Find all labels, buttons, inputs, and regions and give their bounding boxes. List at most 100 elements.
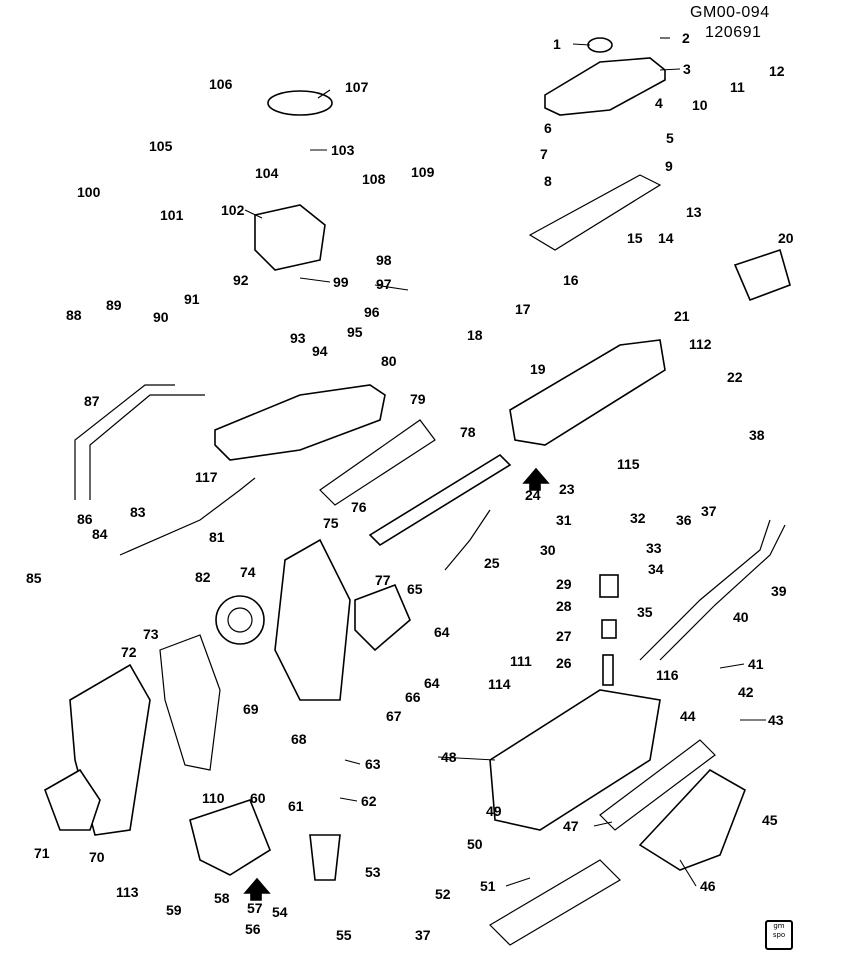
callout-41: 41 (748, 656, 764, 672)
callout-12: 12 (769, 63, 785, 79)
callout-116: 116 (656, 667, 679, 683)
callout-48: 48 (441, 749, 457, 765)
callout-58: 58 (214, 890, 230, 906)
callout-33: 33 (646, 540, 662, 556)
callout-6: 6 (544, 120, 552, 136)
callout-37: 37 (701, 503, 717, 519)
callout-72: 72 (121, 644, 137, 660)
callout-64: 64 (434, 624, 450, 640)
callout-117: 117 (195, 469, 218, 485)
callout-71: 71 (34, 845, 50, 861)
callout-43: 43 (768, 712, 784, 728)
gm-spo-logo-icon: gm spo (765, 920, 793, 950)
callout-100: 100 (77, 184, 101, 200)
callout-94: 94 (312, 343, 328, 359)
callout-103: 103 (331, 142, 355, 158)
callout-104: 104 (255, 165, 279, 181)
callout-75: 75 (323, 515, 339, 531)
callout-106: 106 (209, 76, 233, 92)
callout-45: 45 (762, 812, 778, 828)
callout-70: 70 (89, 849, 105, 865)
direction-arrow-57 (243, 877, 271, 901)
diagram-number: 120691 (705, 24, 762, 41)
callout-1: 1 (553, 36, 561, 52)
callout-2: 2 (682, 30, 690, 46)
callout-52: 52 (435, 886, 451, 902)
callout-73: 73 (143, 626, 159, 642)
callout-77: 77 (375, 572, 391, 588)
callout-37-second: 37 (415, 927, 431, 943)
callout-39: 39 (771, 583, 787, 599)
callout-8: 8 (544, 173, 552, 189)
callout-92: 92 (233, 272, 249, 288)
callout-113: 113 (116, 884, 139, 900)
callout-63: 63 (365, 756, 381, 772)
callout-29: 29 (556, 576, 572, 592)
callout-40: 40 (733, 609, 749, 625)
callout-18: 18 (467, 327, 483, 343)
callout-labels: 1 2 3 4 5 6 7 8 9 10 11 12 13 14 15 16 1… (26, 30, 794, 943)
callout-15: 15 (627, 230, 643, 246)
callout-54: 54 (272, 904, 288, 920)
callout-36: 36 (676, 512, 692, 528)
callout-21: 21 (674, 308, 690, 324)
callout-32: 32 (630, 510, 646, 526)
callout-35: 35 (637, 604, 653, 620)
callout-55: 55 (336, 927, 352, 943)
callout-57: 57 (247, 900, 263, 916)
callout-69: 69 (243, 701, 259, 717)
callout-105: 105 (149, 138, 173, 154)
callout-53: 53 (365, 864, 381, 880)
callout-68: 68 (291, 731, 307, 747)
callout-79: 79 (410, 391, 426, 407)
callout-4: 4 (655, 95, 663, 111)
callout-17: 17 (515, 301, 531, 317)
callout-88: 88 (66, 307, 82, 323)
callout-76: 76 (351, 499, 367, 515)
callout-110: 110 (202, 790, 225, 806)
callout-10: 10 (692, 97, 708, 113)
callout-97: 97 (376, 276, 392, 292)
callout-25: 25 (484, 555, 500, 571)
callout-34: 34 (648, 561, 664, 577)
callout-82: 82 (195, 569, 211, 585)
callout-65: 65 (407, 581, 423, 597)
callout-98: 98 (376, 252, 392, 268)
callout-5: 5 (666, 130, 674, 146)
callout-111: 111 (510, 653, 532, 669)
callout-22: 22 (727, 369, 743, 385)
callout-78: 78 (460, 424, 476, 440)
callout-108: 108 (362, 171, 386, 187)
callout-86: 86 (77, 511, 93, 527)
callout-66: 66 (405, 689, 421, 705)
callout-23: 23 (559, 481, 575, 497)
callout-3: 3 (683, 61, 691, 77)
callout-38: 38 (749, 427, 765, 443)
callout-74: 74 (240, 564, 256, 580)
callout-114: 114 (488, 676, 511, 692)
callout-115: 115 (617, 456, 640, 472)
callout-7: 7 (540, 146, 548, 162)
callout-85: 85 (26, 570, 42, 586)
callout-11: 11 (730, 79, 745, 95)
callout-19: 19 (530, 361, 546, 377)
callout-109: 109 (411, 164, 435, 180)
callout-95: 95 (347, 324, 363, 340)
callout-44: 44 (680, 708, 696, 724)
callout-31: 31 (556, 512, 572, 528)
callout-60: 60 (250, 790, 266, 806)
callout-13: 13 (686, 204, 702, 220)
callout-91: 91 (184, 291, 200, 307)
callout-61: 61 (288, 798, 304, 814)
direction-arrow-24 (522, 467, 550, 491)
callout-24: 24 (525, 487, 541, 503)
callout-42: 42 (738, 684, 754, 700)
diagram-code: GM00-094 (690, 4, 770, 21)
callout-87: 87 (84, 393, 100, 409)
callout-20: 20 (778, 230, 794, 246)
callout-89: 89 (106, 297, 122, 313)
callout-46: 46 (700, 878, 716, 894)
callout-26: 26 (556, 655, 572, 671)
callout-101: 101 (160, 207, 184, 223)
